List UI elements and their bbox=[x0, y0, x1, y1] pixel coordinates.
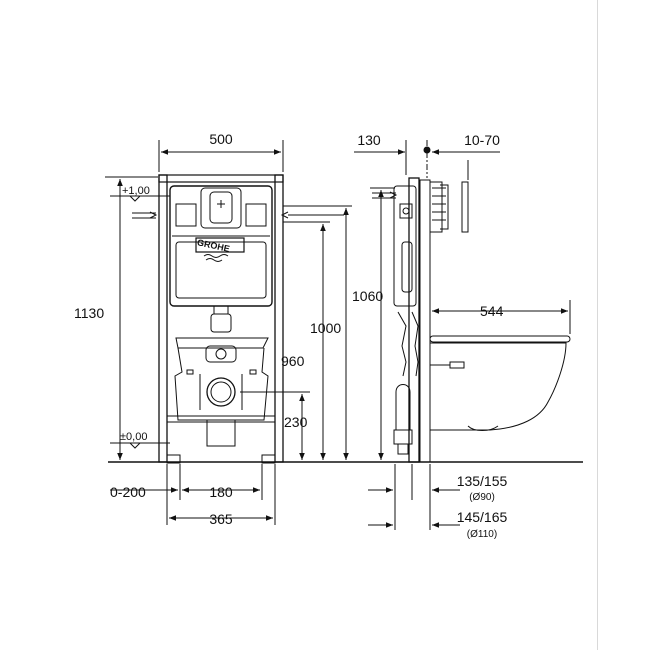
side-installation-frame bbox=[372, 177, 469, 463]
level-top-label: +1,00 bbox=[122, 185, 150, 197]
dim-drain-145-165: 145/165 bbox=[457, 509, 508, 525]
dim-height-230: 230 bbox=[284, 414, 308, 430]
dim-spacing-365: 365 bbox=[209, 511, 233, 527]
dim-height-1060: 1060 bbox=[352, 288, 383, 304]
page-edge-line bbox=[597, 0, 598, 650]
dim-drain-dia-90: (Ø90) bbox=[469, 492, 495, 503]
toilet-bowl-side bbox=[429, 335, 571, 431]
dim-depth-130: 130 bbox=[357, 132, 381, 148]
dim-height-1000: 1000 bbox=[310, 320, 341, 336]
dim-width-500: 500 bbox=[209, 131, 233, 147]
front-installation-frame bbox=[158, 174, 284, 464]
level-floor-label: ±0,00 bbox=[120, 431, 147, 443]
dim-range-10-70: 10-70 bbox=[464, 132, 500, 148]
cistern-tank bbox=[169, 185, 273, 333]
water-inlet-right bbox=[280, 211, 289, 219]
dim-height-1130: 1130 bbox=[74, 305, 104, 321]
bowl-support-frame bbox=[174, 337, 269, 447]
dim-drain-135-155: 135/155 bbox=[457, 473, 508, 489]
dim-offset-0-200: 0-200 bbox=[110, 484, 146, 500]
dim-drain-dia-110: (Ø110) bbox=[467, 529, 497, 540]
dim-height-960: 960 bbox=[281, 353, 305, 369]
dim-spacing-180: 180 bbox=[209, 484, 233, 500]
dim-bowl-544: 544 bbox=[480, 303, 504, 319]
